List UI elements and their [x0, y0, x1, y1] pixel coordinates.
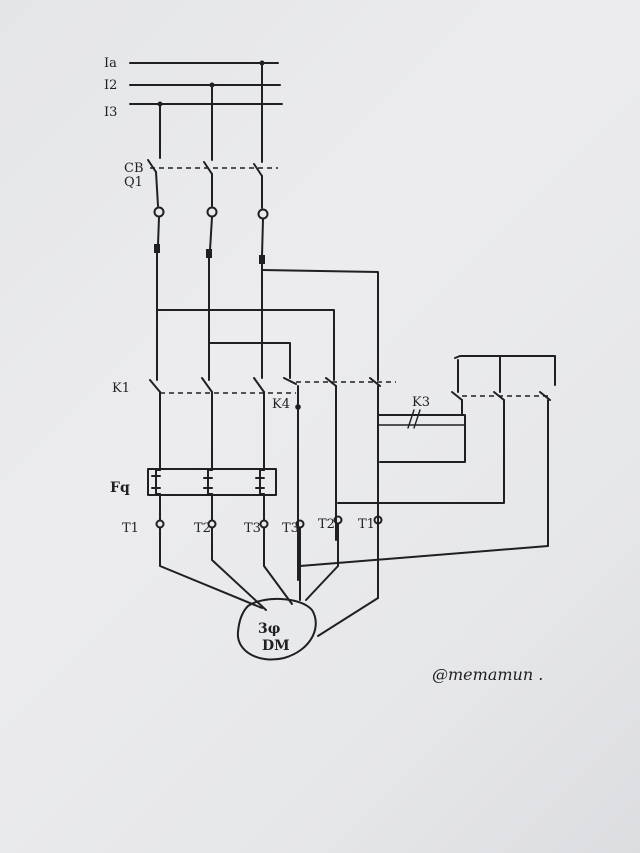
contactor-k4-label: K4: [272, 397, 290, 412]
terminal-label-3: T3: [244, 521, 261, 536]
motor-label-phase: 3φ: [258, 621, 280, 637]
terminal-label-2: T2: [194, 521, 211, 536]
motor-label-type: DM: [262, 638, 290, 654]
terminal-label-4: T3: [282, 521, 299, 536]
supply-bus: [129, 60, 283, 107]
author-signature: @memamun .: [432, 665, 543, 684]
terminal-label-1: T1: [122, 521, 139, 536]
overload-label: Fq: [110, 480, 130, 496]
phase-conductors-middle: [156, 252, 263, 381]
branch-links: [156, 269, 379, 381]
supply-label-l2: I2: [104, 78, 117, 93]
contactor-k1: [149, 377, 296, 471]
overload-relay: [147, 468, 277, 521]
phase-conductors-upper: [159, 62, 263, 163]
supply-label-l1: Ia: [104, 56, 117, 71]
motor-leads: [159, 523, 379, 637]
breaker-label-cb: CB: [124, 161, 144, 176]
contactor-k1-label: K1: [112, 381, 130, 396]
contactor-k3: [299, 355, 556, 567]
motor: [236, 597, 317, 661]
breaker-label-q1: Q1: [124, 175, 143, 190]
contactor-k3-label: K3: [412, 395, 430, 410]
supply-label-l3: I3: [104, 105, 117, 120]
terminal-points: [155, 515, 383, 529]
terminal-label-6: T1: [358, 517, 375, 532]
contactor-k4: [283, 377, 396, 599]
terminal-label-5: T2: [318, 517, 335, 532]
circuit-breaker-q1: [147, 159, 278, 264]
